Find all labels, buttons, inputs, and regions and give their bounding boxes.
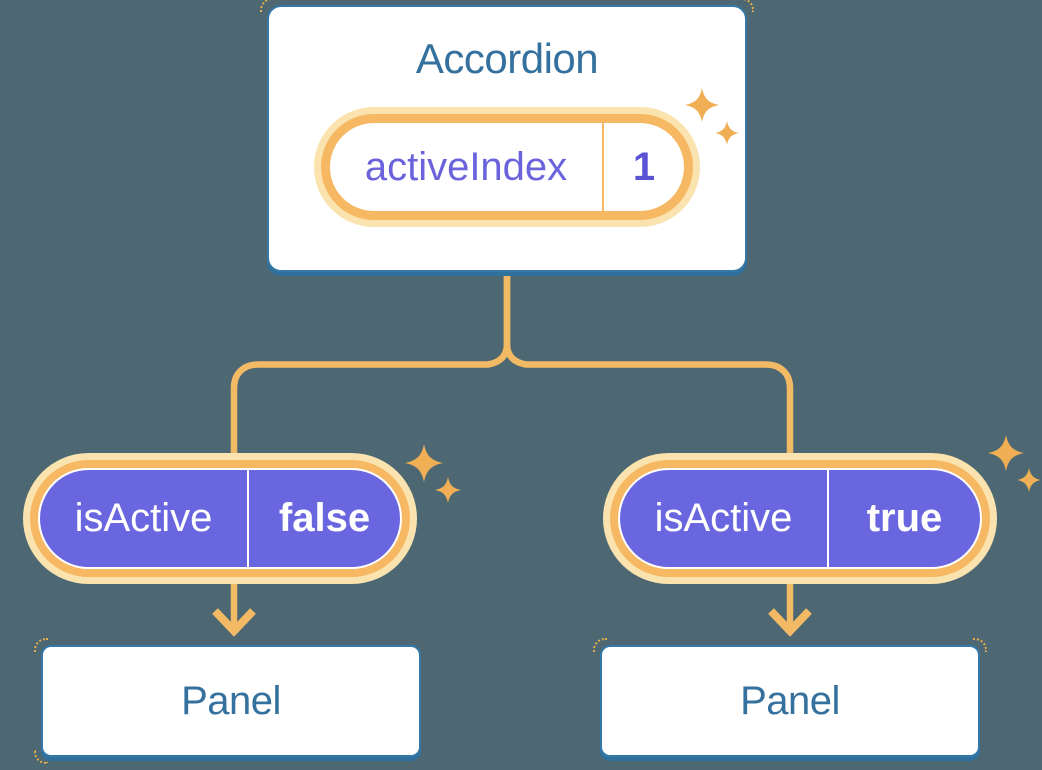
prop-pill-isactive-true: isActive true xyxy=(603,453,997,584)
pill-divider xyxy=(247,470,249,567)
prop-value: true xyxy=(866,496,943,540)
accordion-component-box: Accordion activeIndex 1 xyxy=(260,0,754,272)
prop-name: isActive xyxy=(74,496,213,540)
arrowhead-right-icon xyxy=(768,608,812,637)
corner-dots-icon xyxy=(740,0,754,12)
sparkle-icon xyxy=(988,435,1041,492)
sparkle-icon xyxy=(685,88,739,145)
state-name: activeIndex xyxy=(364,144,568,189)
corner-dots-icon xyxy=(260,0,274,12)
pill-divider xyxy=(827,470,829,567)
corner-dots-icon xyxy=(593,638,607,652)
prop-pill-ring: isActive false xyxy=(30,460,410,577)
prop-name: isActive xyxy=(654,496,793,540)
state-value: 1 xyxy=(632,144,656,189)
corner-dots-icon xyxy=(973,638,987,652)
component-title: Accordion xyxy=(415,35,599,82)
prop-pill-isactive-false: isActive false xyxy=(23,453,417,584)
pill-divider xyxy=(602,123,604,211)
state-pill-ring: activeIndex 1 xyxy=(321,114,693,220)
panel-label: Panel xyxy=(740,678,840,723)
corner-dots-icon xyxy=(34,750,48,764)
panel-box-left: Panel xyxy=(34,638,421,764)
prop-value: false xyxy=(278,496,371,540)
panel-box-right: Panel xyxy=(593,638,987,757)
corner-dots-icon xyxy=(34,638,48,652)
panel-label: Panel xyxy=(181,678,281,723)
prop-pill-ring: isActive true xyxy=(610,460,990,577)
arrowhead-left-icon xyxy=(212,608,256,637)
state-pill: activeIndex 1 xyxy=(314,107,700,227)
wire-right xyxy=(503,270,794,631)
sparkle-icon xyxy=(405,444,461,503)
